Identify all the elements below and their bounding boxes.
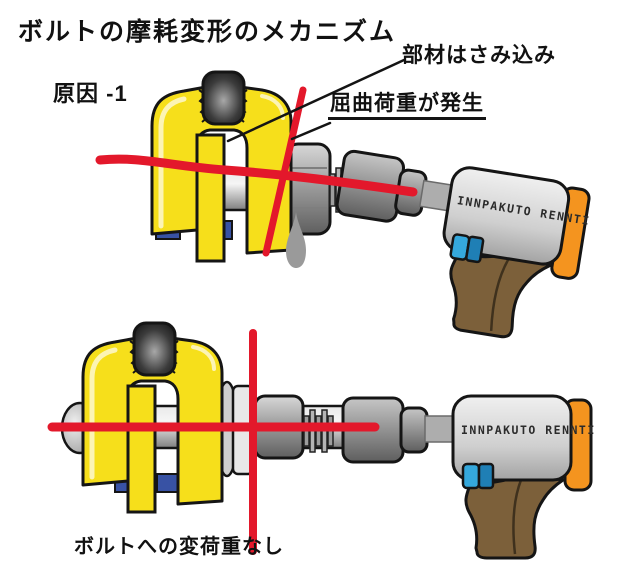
member-plate — [195, 133, 226, 263]
nut — [284, 142, 332, 236]
clamped-rod — [201, 70, 246, 126]
clamp-highlight — [191, 345, 216, 371]
oil-drop-icon — [286, 212, 306, 268]
annotation-bending-load: 屈曲荷重が発生 — [328, 92, 486, 121]
caption-no-variable-load: ボルトへの変荷重なし — [74, 536, 284, 558]
trigger-side — [465, 235, 485, 264]
cause-label: 原因 -1 — [53, 81, 128, 106]
page-title: ボルトの摩耗変形のメカニズム — [18, 18, 397, 46]
trigger — [461, 462, 481, 490]
upper-diagram: INNPAKUTO RENNTI — [95, 70, 591, 339]
wrench-body — [451, 394, 573, 482]
impact-wrench-upper: INNPAKUTO RENNTI — [335, 149, 591, 339]
clamped-rod — [132, 321, 177, 377]
clamp-highlight — [89, 347, 118, 480]
socket-collar — [399, 406, 429, 454]
lower-diagram: INNPAKUTO RENNTI — [47, 321, 596, 560]
leader-line-pinch — [226, 58, 406, 143]
bent-axis-line — [95, 154, 418, 197]
clamp-highlight — [158, 96, 187, 229]
member-plate — [126, 384, 157, 514]
handle — [449, 251, 552, 339]
clamp-group — [81, 321, 224, 506]
annotation-member-pinch: 部材はさみ込み — [402, 44, 556, 67]
handle-crease — [489, 258, 510, 332]
leader-line-bend — [290, 121, 332, 141]
impact-wrench-lower: INNPAKUTO RENNTI — [341, 394, 596, 560]
trigger-side — [477, 462, 495, 490]
bending-load-line — [262, 86, 307, 257]
clamp-body — [81, 336, 224, 506]
handle-crease — [512, 479, 523, 555]
tool-brand-label: INNPAKUTO RENNTI — [461, 423, 596, 437]
